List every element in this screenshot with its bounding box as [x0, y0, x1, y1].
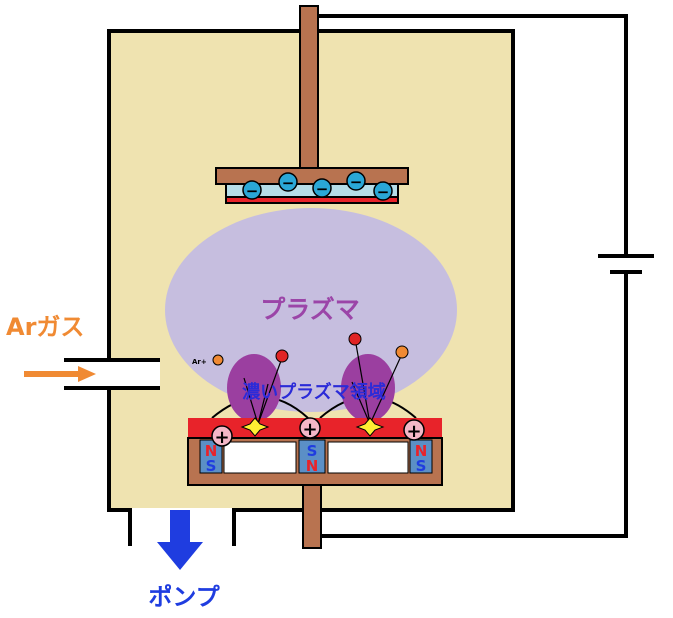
magnet-left-s: S: [206, 457, 217, 475]
electron-minus-icon: −: [242, 180, 262, 200]
svg-text:−: −: [246, 182, 259, 200]
magnet-left-n: N: [205, 442, 218, 460]
magnet-center-n: N: [306, 457, 319, 475]
magnet-right: [409, 439, 433, 474]
dense-plasma-left: [227, 354, 281, 422]
svg-text:−: −: [316, 180, 329, 198]
ion-plus-icon: +: [299, 417, 321, 440]
gas-inlet-pipe: [64, 358, 160, 390]
bottom-rod: [302, 484, 322, 549]
ion-plus-icon: +: [403, 419, 425, 442]
pump-arrow-icon: [157, 510, 203, 570]
circuit-wires: [318, 14, 628, 538]
magnet-center: [298, 439, 326, 474]
svg-text:+: +: [214, 427, 229, 448]
electron-minus-icon: −: [373, 181, 393, 201]
electron-minus-icon: −: [312, 178, 332, 198]
battery-symbol-icon: [598, 254, 654, 274]
sputtered-atom: [348, 332, 362, 346]
ion-plus-icon: +: [211, 425, 233, 448]
pump-label: ポンプ: [148, 583, 220, 611]
deposited-film: [225, 196, 399, 204]
magnet-right-s: S: [416, 457, 427, 475]
svg-text:+: +: [302, 419, 317, 440]
gas-inlet-arrow-icon: [24, 366, 96, 382]
argon-atom: [212, 354, 224, 366]
magnet-left: [199, 439, 223, 474]
electron-minus-icon: −: [346, 171, 366, 191]
svg-text:−: −: [377, 183, 390, 201]
magnet-center-s: S: [307, 442, 318, 460]
gas-inlet-gap: [100, 362, 160, 386]
top-rod: [299, 5, 319, 171]
plasma-label: プラズマ: [260, 295, 360, 324]
impact-spark: [355, 417, 385, 437]
sputter-trajectories: [243, 343, 403, 425]
magnet-right-n: N: [415, 442, 428, 460]
ar-gas-label: Arガス: [6, 313, 84, 341]
svg-text:−: −: [282, 174, 295, 192]
svg-text:+: +: [406, 421, 421, 442]
ar-ion-label: Ar+: [192, 358, 207, 366]
dense-plasma-right: [341, 354, 395, 422]
pump-outlet-pipe: [128, 510, 236, 546]
electron-minus-icon: −: [278, 172, 298, 192]
sputtered-atom: [275, 349, 289, 363]
dense-plasma-label: 濃いプラズマ領域: [242, 381, 386, 403]
svg-text:−: −: [350, 173, 363, 191]
magnetron-cavity-right: [327, 441, 409, 474]
argon-atom: [395, 345, 409, 359]
impact-spark: [240, 417, 270, 437]
magnetron-cavity-left: [223, 441, 297, 474]
